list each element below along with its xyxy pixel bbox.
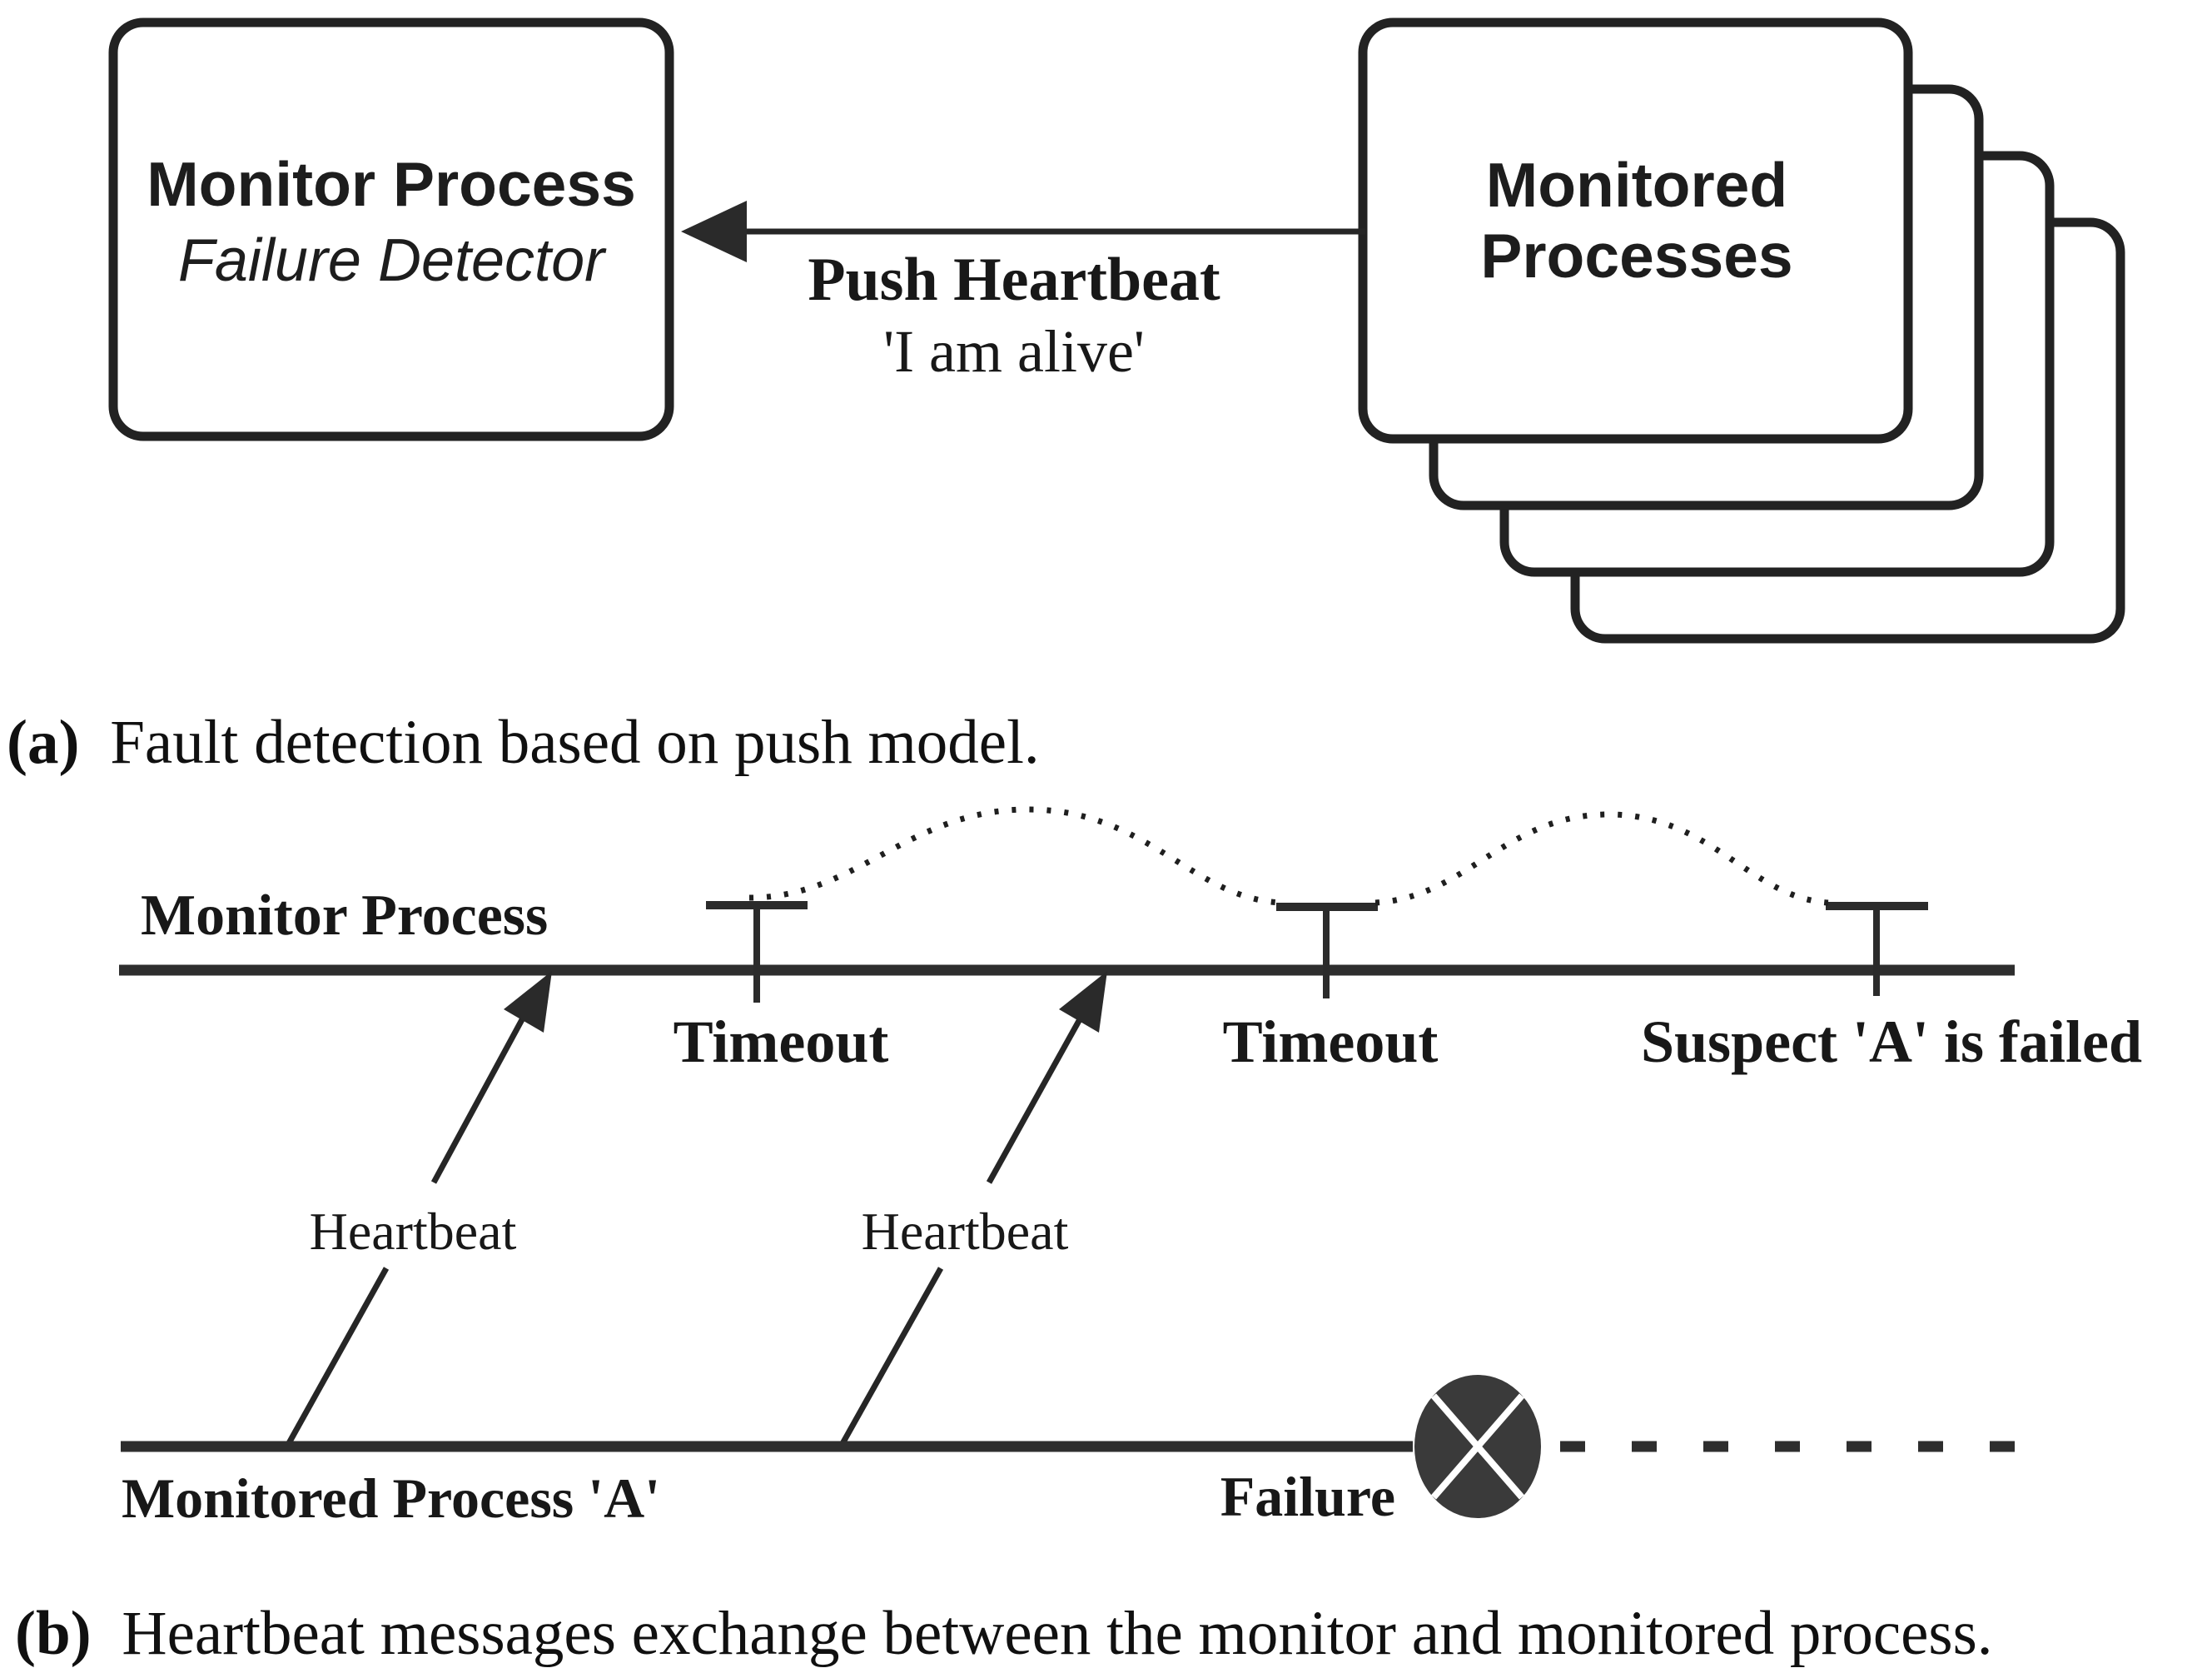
caption-b: (b) Heartbeat messages exchange between … bbox=[15, 1599, 1993, 1668]
suspect-a-failed-label: Suspect 'A' is failed bbox=[1641, 1008, 2142, 1075]
monitor-box-title: Monitor Process bbox=[147, 149, 636, 219]
caption-a-tag: (a) bbox=[7, 708, 79, 777]
monitor-timeline-label: Monitor Process bbox=[141, 884, 548, 948]
caption-b-text: Heartbeat messages exchange between the … bbox=[122, 1599, 1992, 1668]
heartbeat-arrowhead-2-icon bbox=[1059, 971, 1107, 1033]
failure-marker-icon bbox=[1414, 1375, 1541, 1518]
caption-a: (a) Fault detection based on push model. bbox=[7, 708, 1040, 777]
monitor-box-subtitle: Failure Detector bbox=[178, 227, 607, 294]
i-am-alive-label: 'I am alive' bbox=[883, 318, 1145, 385]
monitored-stack-label-line1: Monitored bbox=[1486, 150, 1787, 220]
heartbeat-line-1-lower bbox=[286, 1267, 390, 1445]
heartbeat-line-2-upper bbox=[986, 988, 1100, 1184]
failure-cross-stroke-2 bbox=[1430, 1393, 1525, 1500]
heartbeat-arrowhead-1-icon bbox=[504, 971, 552, 1033]
caption-a-text: Fault detection based on push model. bbox=[110, 708, 1039, 777]
heartbeat-label-2: Heartbeat bbox=[862, 1202, 1069, 1261]
monitor-process-box bbox=[108, 17, 674, 441]
timeout-arc-2 bbox=[1374, 811, 1829, 906]
panel-b: Monitor Process Timeout Timeout Suspect … bbox=[15, 806, 2142, 1668]
caption-b-tag: (b) bbox=[15, 1599, 92, 1668]
monitored-process-a-label: Monitored Process 'A' bbox=[122, 1466, 660, 1530]
monitored-stack-label-line2: Processes bbox=[1480, 221, 1792, 291]
timeout-arc-1 bbox=[748, 806, 1283, 906]
timeout-label-2: Timeout bbox=[1223, 1008, 1439, 1075]
heartbeat-line-2-lower bbox=[838, 1267, 944, 1448]
heartbeat-label-1: Heartbeat bbox=[310, 1202, 517, 1261]
timeout-label-1: Timeout bbox=[674, 1008, 889, 1075]
panel-a: Monitored Processes Monitor Process Fail… bbox=[7, 17, 2125, 777]
push-heartbeat-label: Push Heartbeat bbox=[808, 246, 1220, 314]
failure-label: Failure bbox=[1220, 1465, 1395, 1528]
push-heartbeat-arrowhead-icon bbox=[681, 201, 747, 262]
